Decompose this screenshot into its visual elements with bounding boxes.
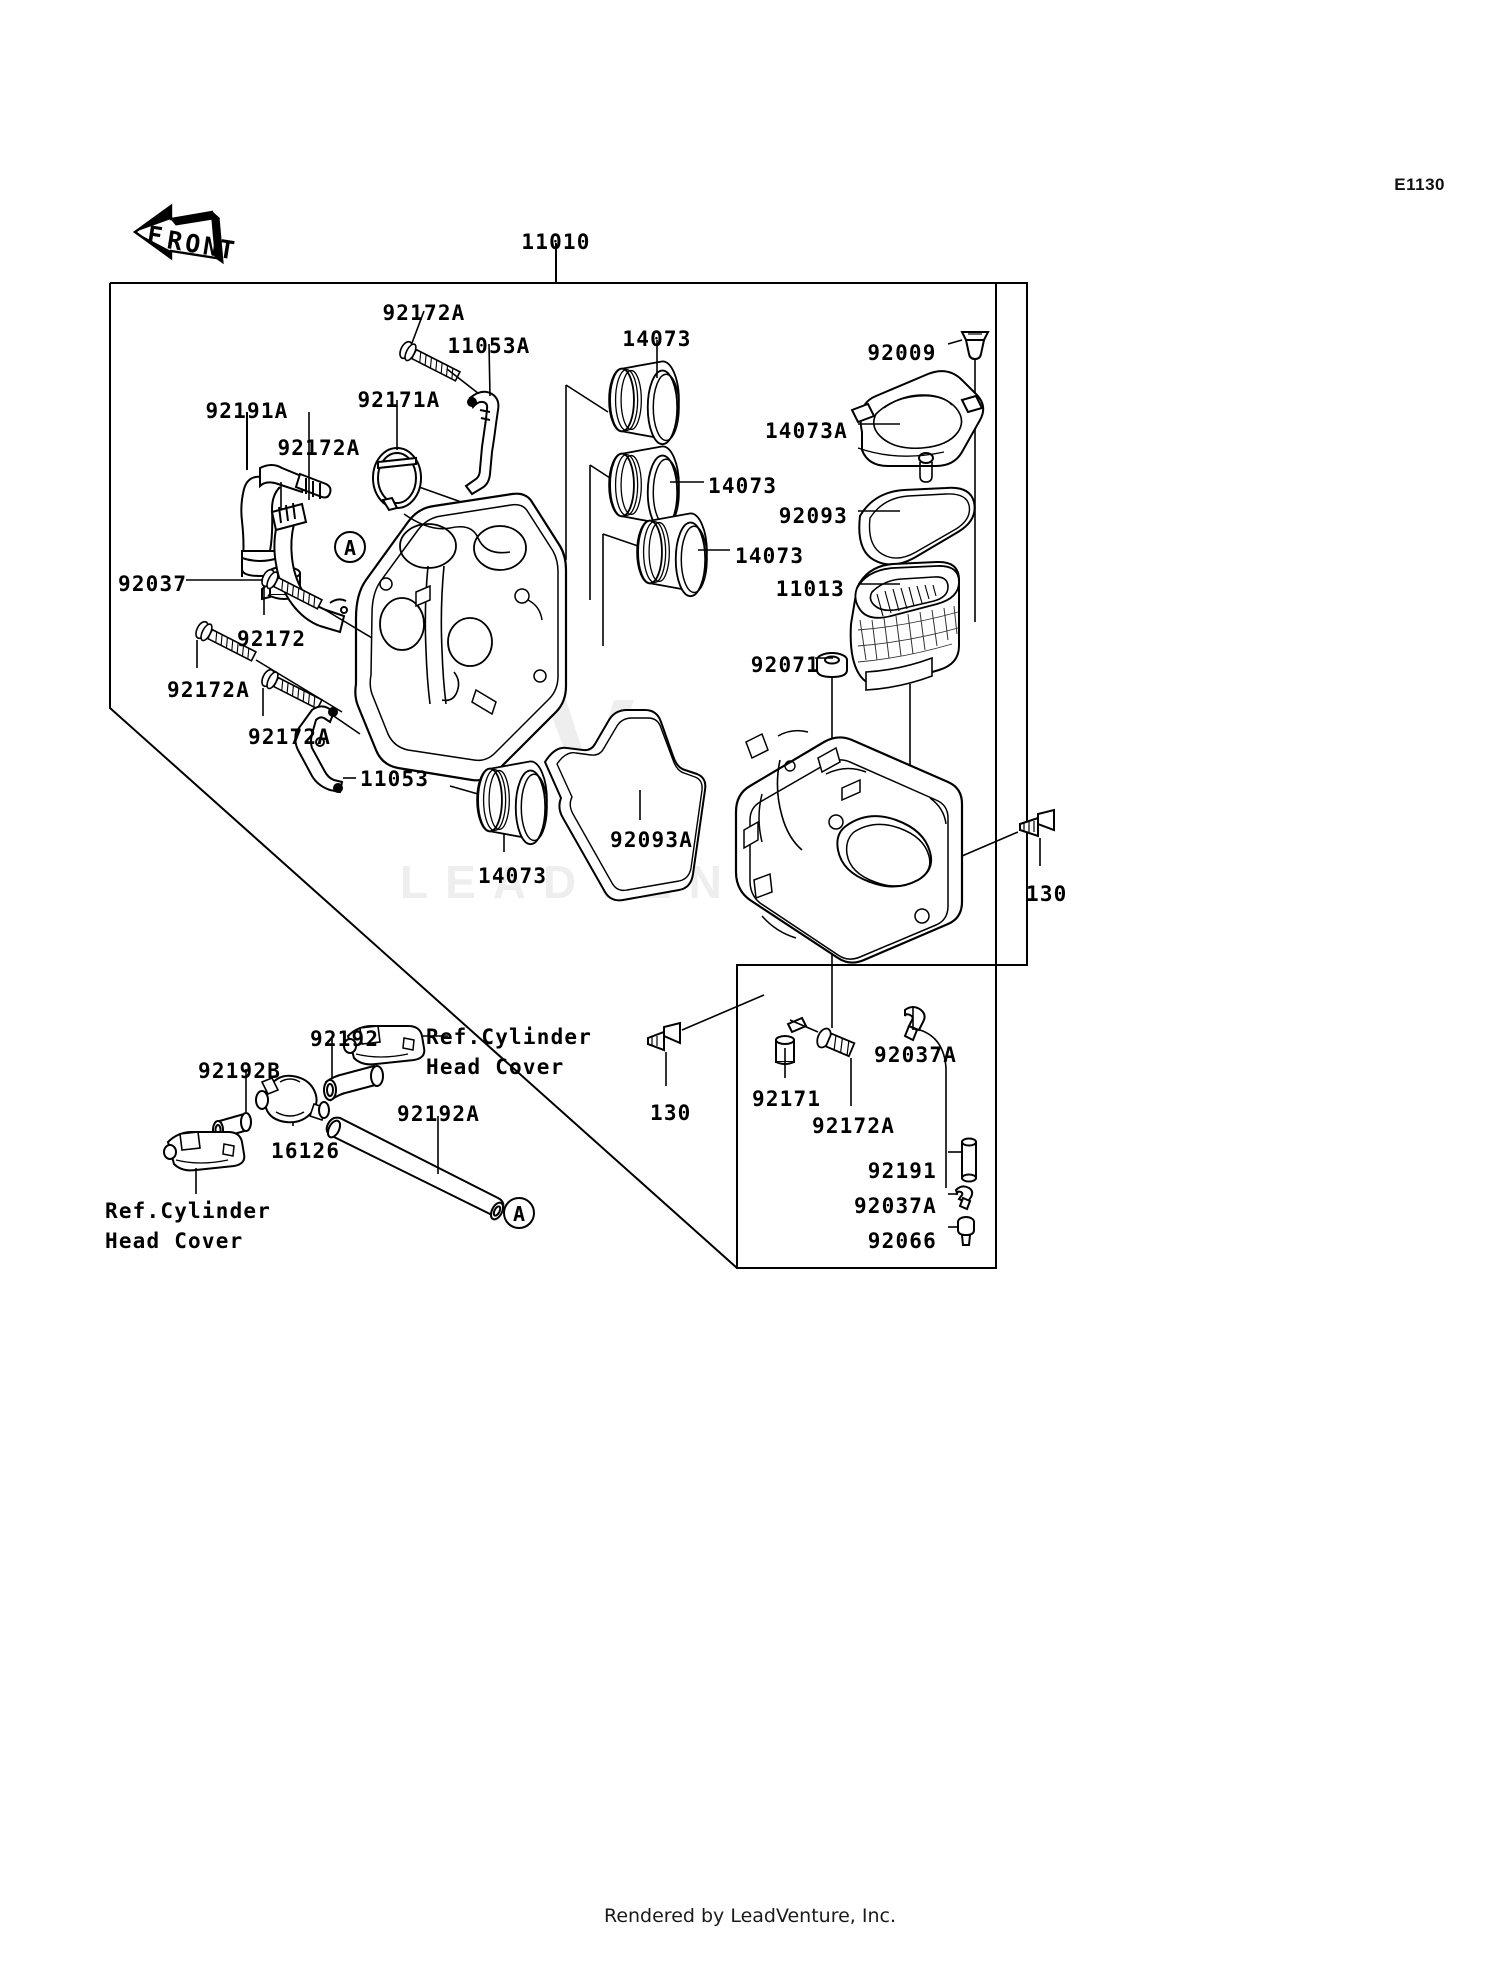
part-14073-duct-3: [636, 512, 708, 598]
part-130-bolt-right: [1019, 808, 1055, 838]
part-92172a-bolt-lowleft: [258, 666, 325, 714]
part-92171a-clamp: [372, 447, 422, 512]
part-callout-92172[interactable]: 92172: [237, 627, 307, 651]
svg-text:N: N: [201, 231, 220, 262]
reference-note-line2: Head Cover: [426, 1055, 565, 1080]
front-direction-arrow: F R O N T: [132, 203, 236, 265]
part-92009-screw: [960, 331, 990, 361]
part-callout-92037a[interactable]: 92037A: [853, 1194, 937, 1218]
section-marker-a-upper: A: [334, 531, 366, 563]
part-callout-130[interactable]: 130: [1026, 882, 1068, 906]
part-92191a-hose-bent: [270, 502, 348, 634]
part-92037a-clamp-upper: [903, 1006, 926, 1042]
part-callout-92191[interactable]: 92191: [867, 1159, 937, 1183]
reference-note-line2: Head Cover: [105, 1229, 244, 1254]
part-callout-16126[interactable]: 16126: [271, 1139, 341, 1163]
part-callout-130[interactable]: 130: [650, 1101, 692, 1125]
part-11053-bracket: [294, 705, 344, 794]
svg-text:T: T: [217, 234, 236, 265]
reference-note-line1: Ref.Cylinder: [426, 1025, 593, 1049]
part-callout-14073[interactable]: 14073: [708, 474, 778, 498]
svg-text:A: A: [513, 1202, 525, 1226]
part-callout-92093[interactable]: 92093: [778, 504, 848, 528]
part-14073-duct-4: [476, 760, 548, 846]
svg-text:R: R: [165, 225, 185, 256]
part-callout-92172a[interactable]: 92172A: [812, 1114, 896, 1138]
part-16126-valve: [255, 1074, 330, 1124]
part-92172a-bolt-bottom: [813, 1025, 857, 1060]
part-callout-92037[interactable]: 92037: [118, 572, 188, 596]
part-callout-92093a[interactable]: 92093A: [610, 828, 694, 852]
part-92093a-gasket: [543, 709, 707, 902]
part-callout-92192a[interactable]: 92192A: [397, 1102, 481, 1126]
part-callout-92192b[interactable]: 92192B: [198, 1059, 282, 1083]
section-marker-a-lower: A: [503, 1197, 535, 1229]
part-callout-92172a[interactable]: 92172A: [248, 725, 332, 749]
svg-text:O: O: [183, 228, 202, 259]
part-callout-92172a[interactable]: 92172A: [382, 301, 466, 325]
part-callout-92066[interactable]: 92066: [867, 1229, 937, 1253]
part-callout-92171a[interactable]: 92171A: [357, 388, 441, 412]
part-11010-housing-body: [734, 729, 964, 964]
part-ref-connector-top: [343, 1025, 426, 1066]
part-92171-clamp: [775, 1016, 808, 1065]
part-callout-14073[interactable]: 14073: [478, 864, 548, 888]
footer-credit: Rendered by LeadVenture, Inc.: [603, 1905, 897, 1927]
part-14073a-inlet-duct: [850, 370, 985, 483]
part-callout-92009[interactable]: 92009: [867, 341, 937, 365]
part-callout-14073[interactable]: 14073: [622, 327, 692, 351]
part-callout-14073a[interactable]: 14073A: [764, 419, 848, 443]
sheet-code: E1130: [1394, 175, 1445, 194]
part-92066-plug: [957, 1216, 975, 1246]
reference-note-line1: Ref.Cylinder: [105, 1199, 272, 1223]
part-14073-duct-1: [608, 360, 680, 446]
part-callout-92172a[interactable]: 92172A: [277, 436, 361, 460]
svg-text:F: F: [145, 220, 164, 251]
part-callout-11013[interactable]: 11013: [775, 577, 845, 601]
part-11013-air-filter: [849, 560, 960, 691]
part-callout-11010[interactable]: 11010: [521, 230, 591, 254]
part-11053a-bracket: [464, 390, 500, 496]
part-ref-connector-bottom: [163, 1131, 246, 1172]
part-92191-tube: [961, 1137, 977, 1183]
part-callout-92172a[interactable]: 92172A: [167, 678, 251, 702]
part-callout-92171[interactable]: 92171: [752, 1087, 822, 1111]
part-92071-grommet: [816, 652, 848, 679]
part-callout-92071[interactable]: 92071: [750, 653, 820, 677]
part-callout-14073[interactable]: 14073: [735, 544, 805, 568]
part-callout-11053[interactable]: 11053: [360, 767, 430, 791]
part-92192a-hose: [325, 1116, 505, 1221]
part-11010-housing-cover: [354, 492, 568, 782]
part-callout-92192[interactable]: 92192: [310, 1027, 380, 1051]
part-callout-92037a[interactable]: 92037A: [874, 1043, 958, 1067]
part-92192-hose: [323, 1064, 384, 1102]
part-130-bolt-bottom: [647, 1021, 681, 1052]
assembly-group-outline: [109, 243, 1028, 1269]
part-callout-92191a[interactable]: 92191A: [205, 399, 289, 423]
svg-text:A: A: [344, 536, 356, 560]
part-92093-gasket: [858, 486, 976, 566]
part-callout-11053a[interactable]: 11053A: [447, 334, 531, 358]
part-92037a-clip-lower: [954, 1185, 974, 1211]
